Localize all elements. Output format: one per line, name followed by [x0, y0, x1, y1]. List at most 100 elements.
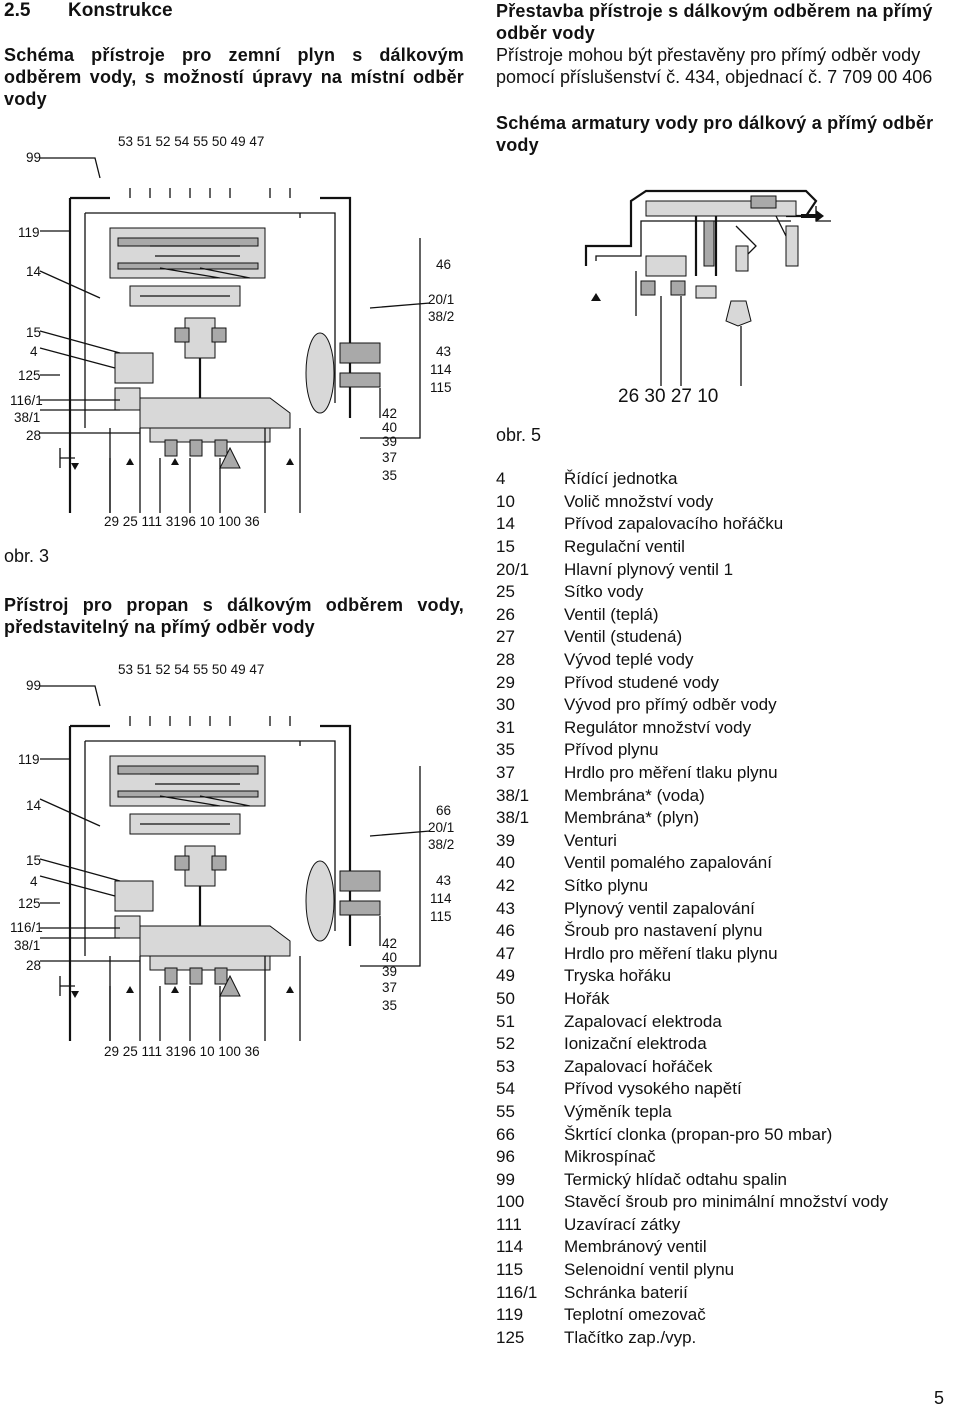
legend-text: Uzavírací zátky — [564, 1214, 681, 1234]
figp-right-label-37: 37 — [382, 980, 398, 995]
legend-text: Membrána* (plyn) — [564, 808, 700, 828]
legend-text: Hrdlo pro měření tlaku plynu — [564, 763, 778, 783]
fig3-right-label-37: 37 — [382, 450, 398, 465]
legend-number: 116/1 — [496, 1282, 538, 1302]
legend-number: 37 — [496, 763, 515, 783]
legend-text: Tryska hořáku — [564, 966, 672, 986]
legend-number: 119 — [496, 1305, 524, 1325]
fig3-left-label-99: 99 — [26, 150, 42, 165]
legend-number: 46 — [496, 921, 515, 941]
fig3-right-label-42: 42 — [382, 406, 398, 421]
legend-number: 26 — [496, 604, 515, 624]
legend-text: Přívod zapalovacího hořáčku — [564, 514, 784, 534]
legend-text: Hořák — [564, 988, 610, 1008]
fig3-left-label-28: 28 — [26, 428, 42, 443]
legend-text: Volič množství vody — [564, 491, 714, 511]
legend-number: 4 — [496, 469, 506, 489]
legend-row: 4 Řídící jednotka — [496, 468, 946, 491]
legend-row: 28 Vývod teplé vody — [496, 649, 946, 672]
legend-text: Přívod plynu — [564, 740, 659, 760]
legend-row: 37 Hrdlo pro měření tlaku plynu — [496, 762, 946, 785]
legend-number: 31 — [496, 717, 515, 737]
fig3-left-label-116-1: 116/1 — [10, 393, 43, 408]
fig3-left-label-15: 15 — [26, 325, 42, 340]
legend-text: Sítko plynu — [564, 875, 649, 895]
legend-text: Stavěcí šroub pro minimální množství vod… — [564, 1192, 889, 1212]
legend-text: Přívod studené vody — [564, 672, 719, 692]
figp-right-label-114: 114 — [430, 891, 452, 906]
figp-right-label-35: 35 — [382, 998, 398, 1013]
legend-text: Řídící jednotka — [564, 469, 678, 489]
legend-text: Ventil pomalého zapalování — [564, 853, 772, 873]
legend-row: 119 Teplotní omezovač — [496, 1304, 946, 1327]
legend-text: Regulátor množství vody — [564, 717, 752, 737]
legend-row: 27 Ventil (studená) — [496, 626, 946, 649]
legend-text: Ionizační elektroda — [564, 1034, 707, 1054]
legend-text: Teplotní omezovač — [564, 1305, 706, 1325]
section-number: 2.5 — [4, 0, 31, 21]
figure5-caption: obr. 5 — [496, 425, 542, 445]
legend-number: 42 — [496, 875, 515, 895]
legend-row: 46 Šroub pro nastavení plynu — [496, 920, 946, 943]
legend-text: Tlačítko zap./vyp. — [564, 1327, 697, 1347]
fig3-left-label-38-1: 38/1 — [14, 410, 41, 425]
legend-text: Vývod pro přímý odběr vody — [564, 695, 777, 715]
legend-row: 42 Sítko plynu — [496, 875, 946, 898]
figp-right-label-20-1: 20/1 — [428, 820, 455, 835]
fig3-right-label-35: 35 — [382, 468, 398, 483]
figure-propane-diagram — [0, 656, 470, 1056]
figp-right-label-43: 43 — [436, 873, 452, 888]
fig3-right-label-46: 46 — [436, 257, 452, 272]
figure3-caption: obr. 3 — [4, 546, 50, 566]
figp-left-label-4: 4 — [30, 874, 38, 889]
fig3-left-label-14: 14 — [26, 264, 42, 279]
legend-number: 29 — [496, 672, 515, 692]
legend-number: 111 — [496, 1214, 522, 1234]
legend-text: Regulační ventil — [564, 537, 685, 557]
legend-text: Termický hlídač odtahu spalin — [564, 1169, 788, 1189]
legend-text: Selenoidní ventil plynu — [564, 1260, 735, 1280]
legend-text: Mikrospínač — [564, 1147, 656, 1167]
legend-number: 27 — [496, 627, 515, 647]
rebuild-text: Přístroje mohou být přestavěny pro přímý… — [496, 45, 933, 87]
legend-row: 29 Přívod studené vody — [496, 671, 946, 694]
legend-text: Přívod vysokého napětí — [564, 1079, 742, 1099]
legend-text: Vývod teplé vody — [564, 650, 694, 670]
legend-text: Hlavní plynový ventil 1 — [564, 559, 734, 579]
figure3-top-labels: 53 51 52 54 55 50 49 47 — [118, 134, 265, 149]
legend-number: 51 — [496, 1011, 515, 1031]
legend-text: Ventil (studená) — [564, 627, 683, 647]
legend-number: 114 — [496, 1237, 524, 1257]
legend-number: 96 — [496, 1147, 515, 1167]
legend-text: Výměník tepla — [564, 1101, 672, 1121]
legend-number: 25 — [496, 582, 515, 602]
fig3-right-label-20-1: 20/1 — [428, 292, 455, 307]
figp-right-label-115: 115 — [430, 909, 452, 924]
legend-number: 43 — [496, 898, 515, 918]
schema-heading: Schéma armatury vody pro dálkový a přímý… — [496, 113, 934, 155]
legend-text: Šroub pro nastavení plynu — [564, 921, 763, 941]
figp-right-label-40: 40 — [382, 950, 398, 965]
legend-number: 28 — [496, 650, 515, 670]
figp-right-label-38-2: 38/2 — [428, 837, 455, 852]
legend-number: 53 — [496, 1056, 515, 1076]
legend-number: 47 — [496, 943, 515, 963]
figure-propane-top-labels: 53 51 52 54 55 50 49 47 — [118, 662, 265, 677]
legend-text: Venturi — [564, 830, 617, 850]
legend-text: Hrdlo pro měření tlaku plynu — [564, 943, 778, 963]
